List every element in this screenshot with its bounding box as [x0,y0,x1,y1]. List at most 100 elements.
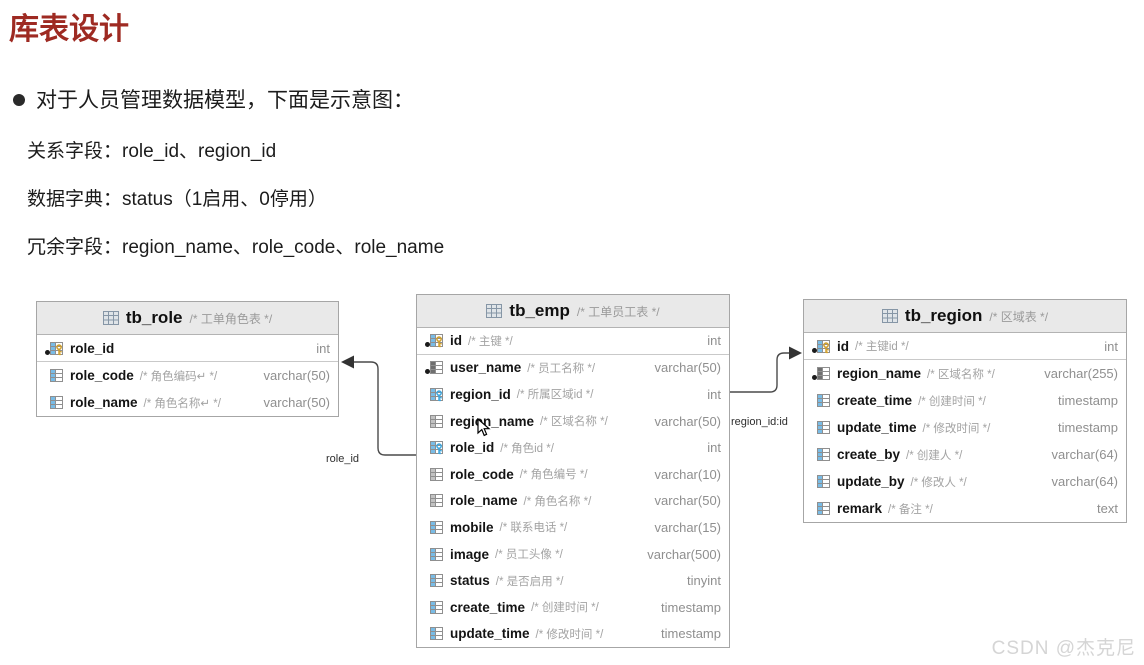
field-row-region_name: region_name /* 区域名称 */ varchar(255) [804,360,1126,387]
csdn-watermark: CSDN @杰克尼 [991,638,1136,659]
field-row-create_by: create_by /* 创建人 */ varchar(64) [804,441,1126,468]
field-comment: /* 创建人 */ [906,449,963,462]
field-name: update_time [837,420,917,435]
field-row-update_time: update_time /* 修改时间 */ timestamp [804,414,1126,441]
field-comment: /* 主键 */ [468,335,513,348]
table-header-tb-emp: tb_emp /* 工单员工表 */ [417,295,729,328]
field-row-role_id: role_id /* 角色id */ int [417,434,729,461]
column-icon [45,368,64,383]
column-grid-icon [430,494,443,508]
page-title: 库表设计 [9,13,129,46]
field-row-region_name: region_name /* 区域名称 */ varchar(50) [417,408,729,435]
field-type: int [316,340,330,356]
field-type: varchar(50) [654,360,721,376]
field-row-user_name: user_name /* 员工名称 */ varchar(50) [417,355,729,382]
field-name: create_time [450,599,526,615]
column-icon [45,395,64,410]
column-grid-icon [817,475,830,488]
field-name: update_time [450,626,530,642]
field-comment: /* 创建时间 */ [918,395,986,408]
column-icon [425,414,444,429]
column-grid-icon [817,394,830,407]
field-type: tinyint [687,573,721,589]
column-grid-icon [430,600,443,614]
field-name: role_id [450,440,495,456]
column-grid-icon [430,547,443,561]
table-tb-region: tb_region /* 区域表 */ id /* 主键id */ int re… [803,299,1127,523]
field-type: timestamp [661,626,721,642]
intro-text: 对于人员管理数据模型，下面是示意图： [36,89,414,112]
table-icon [881,309,898,323]
field-comment: /* 员工头像 */ [495,549,563,562]
field-name: user_name [450,360,522,376]
field-comment: /* 区域名称 */ [927,368,995,381]
field-row-mobile: mobile /* 联系电话 */ varchar(15) [417,514,729,541]
field-comment: /* 区域名称 */ [540,416,608,429]
field-name: role_id [70,340,115,356]
index-dot-icon [425,342,430,348]
table-comment: /* 区域表 */ [989,309,1049,324]
column-icon [425,333,444,348]
column-grid-icon [430,467,443,481]
key-icon [436,336,442,348]
column-grid-icon [817,367,830,380]
field-name: image [450,546,490,562]
note-data-dictionary: 数据字典：status（1启用、0停用） [27,189,327,210]
column-grid-icon [430,361,443,375]
key-icon [436,390,442,402]
bullet-dot [13,94,25,106]
field-type: int [707,333,721,349]
column-icon [812,339,831,354]
field-name: id [837,338,849,354]
field-name: region_name [450,413,535,429]
field-type: varchar(64) [1051,474,1118,489]
field-comment: /* 创建时间 */ [531,602,599,615]
field-name: role_code [450,466,514,482]
field-row-status: status /* 是否启用 */ tinyint [417,567,729,594]
table-tb-role: tb_role /* 工单角色表 */ role_id int role_cod… [36,301,339,417]
table-comment: /* 工单角色表 */ [189,311,273,326]
field-row-image: image /* 员工头像 */ varchar(500) [417,541,729,568]
field-row-role_code: role_code /* 角色编号 */ varchar(10) [417,461,729,488]
field-name: role_code [70,368,134,383]
field-row-create_time: create_time /* 创建时间 */ timestamp [417,594,729,621]
field-comment: /* 是否启用 */ [495,575,564,588]
column-icon [425,467,444,482]
column-grid-icon [430,520,443,534]
field-row-id: id /* 主键id */ int [804,333,1126,360]
field-row-create_time: create_time /* 创建时间 */ timestamp [804,387,1126,414]
field-name: region_id [450,386,511,402]
connector-region-id [730,352,790,393]
field-comment: /* 角色编码↵ */ [139,370,218,383]
column-icon [812,420,831,435]
field-comment: /* 主键id */ [855,341,909,353]
field-name: remark [837,501,883,516]
field-row-update_by: update_by /* 修改人 */ varchar(64) [804,468,1126,495]
index-dot-icon [45,349,50,355]
column-grid-icon [430,574,443,588]
column-icon [812,366,831,381]
field-type: timestamp [1058,393,1118,408]
field-comment: /* 角色id */ [500,442,554,455]
field-comment: /* 角色编号 */ [519,469,588,482]
relation-label-role-id: role_id [326,453,360,465]
column-grid-icon [50,396,63,409]
field-type: varchar(255) [1044,366,1118,381]
column-icon [425,387,444,402]
column-icon [425,520,444,535]
field-name: role_name [450,493,518,509]
field-type: varchar(50) [263,368,330,383]
column-icon [425,573,444,588]
table-header-tb-role: tb_role /* 工单角色表 */ [37,302,338,335]
table-name: tb_region [904,306,983,325]
field-row-region_id: region_id /* 所属区域id */ int [417,381,729,408]
arrowhead-region-id [789,346,802,360]
field-comment: /* 备注 */ [888,503,933,516]
table-name: tb_role [125,308,183,327]
field-row-update_time: update_time /* 修改时间 */ timestamp [417,621,729,648]
field-type: varchar(500) [647,546,721,562]
column-grid-icon [817,448,830,461]
field-name: id [450,333,462,349]
field-type: varchar(64) [1051,447,1118,462]
field-comment: /* 修改人 */ [910,476,967,489]
